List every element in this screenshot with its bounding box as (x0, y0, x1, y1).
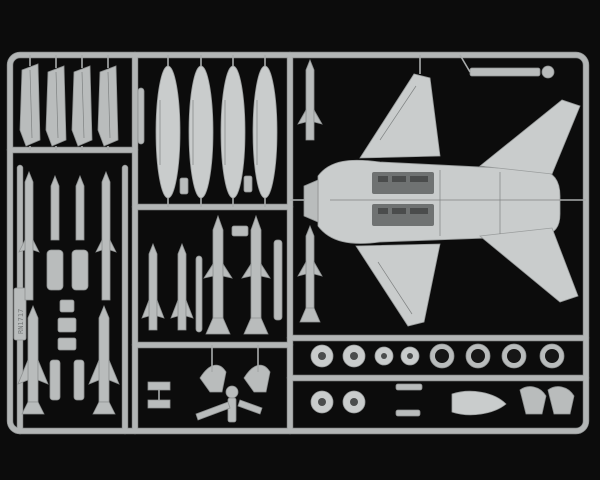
missiles-center (141, 214, 283, 335)
exhaust-nozzles (429, 343, 565, 369)
drop-tank (220, 65, 246, 199)
missile (203, 214, 233, 335)
missile (88, 304, 120, 415)
pylon (97, 65, 119, 150)
missile (141, 242, 165, 331)
pylon (71, 65, 93, 150)
pylon-parts (19, 55, 119, 150)
fuselage-half (290, 55, 586, 327)
missile (17, 304, 49, 415)
sprue-code: RN1717 (17, 309, 25, 334)
missile (18, 170, 40, 301)
missile (71, 174, 89, 291)
missile (241, 214, 271, 335)
pylon (19, 63, 41, 150)
missile (46, 174, 64, 291)
wheels (310, 344, 420, 414)
pylon (45, 65, 67, 150)
landing-gear-parts (147, 345, 271, 423)
sprue-code-tab (13, 287, 27, 341)
drop-tank (155, 65, 181, 199)
small-parts-top-right (459, 54, 555, 79)
missiles-left (17, 170, 120, 415)
missile (170, 242, 194, 331)
drop-tank (252, 65, 278, 199)
lower-right-parts (395, 383, 575, 417)
sprue-frame: RN1717 (6, 51, 590, 435)
small-missile (297, 58, 323, 323)
drop-tank (188, 65, 214, 199)
missile (95, 170, 117, 301)
drop-tanks (137, 55, 278, 207)
